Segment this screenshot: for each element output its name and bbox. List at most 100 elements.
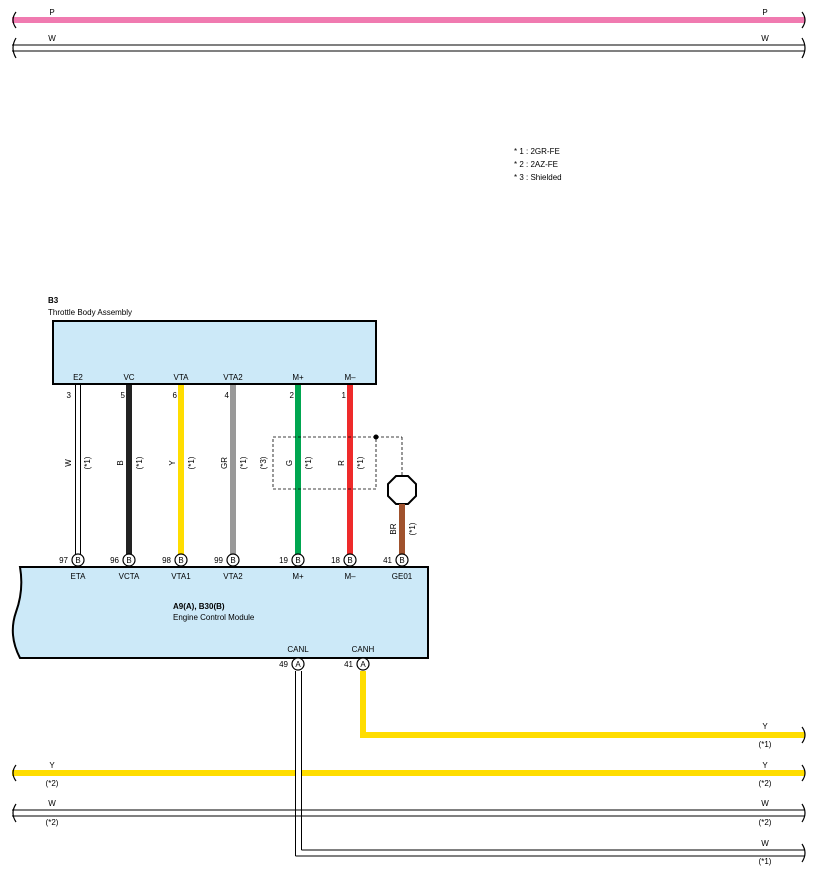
engine-control-module: A9(A), B30(B) Engine Control Module xyxy=(11,566,429,659)
ecm-pin-mminus: B 18 M– xyxy=(331,553,357,581)
wire-vta2: 4 xyxy=(225,385,236,554)
throttle-box xyxy=(52,320,377,385)
throttle-body-assembly: B3 Throttle Body Assembly E2 VC VTA VTA2… xyxy=(48,296,377,385)
throttle-pin-name: VTA xyxy=(174,373,190,382)
wire-right-note: (*2) xyxy=(759,818,772,827)
canl-wire-vertical xyxy=(295,671,302,856)
pin-number: 97 xyxy=(59,556,68,565)
wire-note-label: (*1) xyxy=(187,456,196,469)
pin-number: 99 xyxy=(214,556,223,565)
wire-note-label: (*1) xyxy=(356,456,365,469)
ecm-name: Engine Control Module xyxy=(173,613,255,622)
wire-left-note: (*2) xyxy=(46,818,59,827)
throttle-pin-name: E2 xyxy=(73,373,83,382)
ecm-box xyxy=(11,566,429,659)
note-2: * 2 : 2AZ-FE xyxy=(514,160,558,169)
wire-note-label: (*1) xyxy=(135,456,144,469)
note-1: * 1 : 2GR-FE xyxy=(514,147,560,156)
wire-right-label: W xyxy=(761,839,769,848)
pin-name: ETA xyxy=(71,572,87,581)
throttle-pin-name: M– xyxy=(344,373,356,382)
pin-number: 19 xyxy=(279,556,288,565)
pin-name: VTA2 xyxy=(223,572,243,581)
pin-number: 96 xyxy=(110,556,119,565)
wire-vta: 6 xyxy=(173,385,184,554)
connector-letter: B xyxy=(230,556,235,565)
top-wire-pink-left-label: P xyxy=(49,8,54,17)
ground-octagon-icon xyxy=(387,475,417,505)
wire-color-label: B xyxy=(116,460,125,465)
wire-color-label: GR xyxy=(220,457,229,469)
wire-color-label: W xyxy=(64,459,73,467)
pin-number: 2 xyxy=(290,391,295,400)
wire-right-label: Y xyxy=(762,761,768,770)
pin-name: VTA1 xyxy=(171,572,191,581)
connector-letter: B xyxy=(347,556,352,565)
pin-number: 18 xyxy=(331,556,340,565)
pin-number: 5 xyxy=(121,391,126,400)
pin-name: VCTA xyxy=(119,572,140,581)
ecm-top-pins: B 97 ETA B 96 VCTA B 98 VTA1 B 99 VTA2 B… xyxy=(59,553,413,581)
canl-wire-w1: W (*1) xyxy=(295,839,806,866)
throttle-name: Throttle Body Assembly xyxy=(48,308,132,317)
ecm-pin-eta: B 97 ETA xyxy=(59,553,87,581)
can-connectors: A 49 A 41 xyxy=(279,657,370,671)
pin-name: M+ xyxy=(292,572,304,581)
wire-note-label: (*1) xyxy=(239,456,248,469)
connector-letter: B xyxy=(178,556,183,565)
connector-letter: B xyxy=(75,556,80,565)
pin-number: 3 xyxy=(67,391,72,400)
wire-left-note: (*2) xyxy=(46,779,59,788)
wire-color-label: R xyxy=(337,460,346,466)
wire-e2: 3 xyxy=(67,385,81,554)
ecm-pin-vta1: B 98 VTA1 xyxy=(162,553,191,581)
ecm-pin-vta2: B 99 VTA2 xyxy=(214,553,243,581)
throttle-pin-name: VTA2 xyxy=(223,373,243,382)
pin-name: GE01 xyxy=(392,572,413,581)
top-wire-pink-right-label: P xyxy=(762,8,767,17)
pin-name: M– xyxy=(344,572,356,581)
ecm-pin-canl: A 49 xyxy=(279,657,305,671)
top-wire-white: W W xyxy=(12,34,806,59)
top-wire-white-left-label: W xyxy=(48,34,56,43)
connector-letter: B xyxy=(399,556,404,565)
top-wire-pink: P P xyxy=(12,8,806,29)
wire-color-label: Y xyxy=(168,460,177,466)
throttle-pin-name: VC xyxy=(123,373,134,382)
canh-wire-y1: Y (*1) xyxy=(360,671,806,749)
ecm-pin-mplus: B 19 M+ xyxy=(279,553,305,581)
ground-wire-label: BR xyxy=(389,523,398,534)
ecm-pin-canh: A 41 xyxy=(344,657,370,671)
wire-right-note: (*1) xyxy=(759,740,772,749)
wire-labels: W (*1) B (*1) Y (*1) GR (*1) (*3) G (*1)… xyxy=(64,456,365,469)
ground-connector: BR (*1) xyxy=(387,475,417,554)
wire-right-label: Y xyxy=(762,722,768,731)
wire-right-note: (*1) xyxy=(759,857,772,866)
wire-color-label: G xyxy=(285,460,294,466)
pin-number: 41 xyxy=(344,660,353,669)
shield-note-label: (*3) xyxy=(259,456,268,469)
pin-number: 4 xyxy=(225,391,230,400)
wire-note-label: (*1) xyxy=(304,456,313,469)
ground-wire-note: (*1) xyxy=(408,522,417,535)
pin-number: 98 xyxy=(162,556,171,565)
pin-number: 49 xyxy=(279,660,288,669)
yellow-wire-y2: Y (*2) Y (*2) xyxy=(12,761,806,788)
wire-mplus: 2 xyxy=(290,385,301,554)
connector-letter: A xyxy=(295,660,301,669)
wire-right-label: W xyxy=(761,799,769,808)
wire-left-label: Y xyxy=(49,761,55,770)
white-wire-w2: W (*2) W (*2) xyxy=(12,799,806,827)
pin-number: 41 xyxy=(383,556,392,565)
connector-letter: A xyxy=(360,660,366,669)
throttle-code: B3 xyxy=(48,296,59,305)
pin-number: 1 xyxy=(342,391,347,400)
wire-left-label: W xyxy=(48,799,56,808)
connector-letter: B xyxy=(126,556,131,565)
ecm-code: A9(A), B30(B) xyxy=(173,602,225,611)
top-wire-white-right-label: W xyxy=(761,34,769,43)
pin-number: 6 xyxy=(173,391,178,400)
note-3: * 3 : Shielded xyxy=(514,173,562,182)
notes-legend: * 1 : 2GR-FE * 2 : 2AZ-FE * 3 : Shielded xyxy=(514,147,562,182)
